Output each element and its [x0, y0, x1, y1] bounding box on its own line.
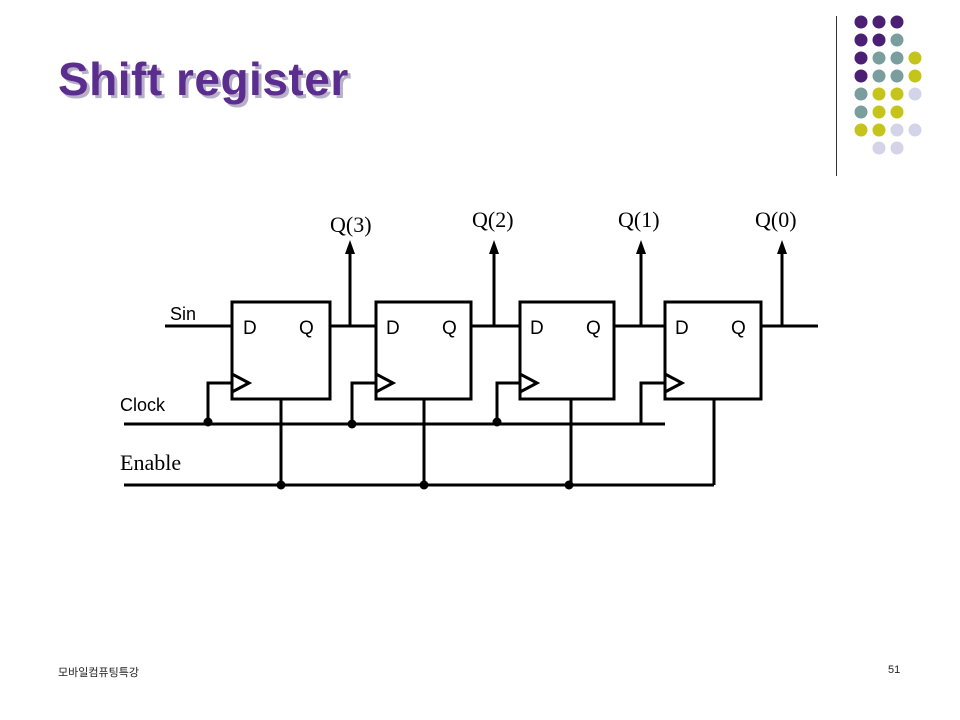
arrowhead: [777, 240, 787, 254]
clock-input-triangle: [231, 372, 253, 394]
junction-dot: [564, 480, 574, 490]
clock-input-triangle: [664, 372, 686, 394]
d-label: D: [386, 318, 400, 339]
q-label: Q: [586, 318, 601, 339]
clock-branch: [350, 381, 376, 424]
junction-dot: [203, 417, 213, 427]
clock-branch: [639, 381, 665, 426]
arrowhead: [489, 240, 499, 254]
clock-branch: [206, 381, 232, 424]
output-label-q0: Q(0): [755, 207, 797, 232]
flip-flop-box: [518, 300, 616, 401]
clock-input-triangle: [375, 372, 397, 394]
junction-dot: [347, 419, 357, 429]
q-label: Q: [299, 318, 314, 339]
clock-branch: [495, 381, 520, 424]
enable-label: Enable: [120, 450, 181, 475]
junction-dot: [492, 417, 502, 427]
footer-page-number: 51: [888, 664, 901, 676]
output-label-q1: Q(1): [618, 207, 660, 232]
d-label: D: [243, 318, 257, 339]
clock-input-triangle: [519, 372, 541, 394]
d-label: D: [530, 318, 544, 339]
arrowhead: [345, 240, 355, 254]
footer-course-name: 모바일컴퓨팅특강: [58, 666, 139, 679]
output-label-q3: Q(3): [330, 212, 372, 237]
junction-dot: [419, 480, 429, 490]
clock-label: Clock: [120, 395, 166, 415]
slide-title: Shift register: [58, 53, 349, 105]
d-label: D: [675, 318, 689, 339]
junction-dot: [276, 480, 286, 490]
q-label: Q: [442, 318, 457, 339]
arrowhead: [636, 240, 646, 254]
q-label: Q: [731, 318, 746, 339]
output-label-q2: Q(2): [472, 207, 514, 232]
serial-input-label: Sin: [170, 304, 196, 324]
decorative-rule: [836, 16, 837, 176]
